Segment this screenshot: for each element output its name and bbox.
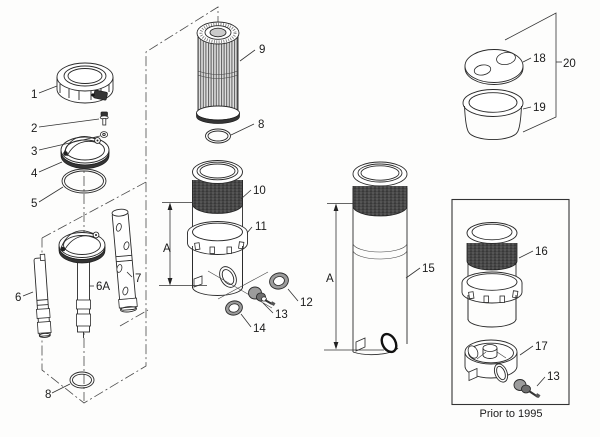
inset-prior-1995 [451,198,570,406]
part-7-standpipe [111,208,138,313]
part-12-fitting-nut [269,272,289,290]
callout-3: 3 [31,146,37,158]
callout-labels: 1 2 3 4 5 6 6A 7 8 9 8 10 11 12 13 14 15… [15,44,576,420]
part-8-o-ring-lower [69,371,95,389]
leader-lines [22,49,546,394]
inset-caption: Prior to 1995 [480,408,543,420]
part-13-air-bleeder-inset [513,379,541,399]
part-18-cover-plate [464,49,524,85]
part-15-tank-body [352,161,408,356]
part-8-o-ring-upper [205,128,231,144]
dimension-a-left [159,202,207,286]
callout-13-inset: 13 [547,371,560,383]
part-6-standpipe [33,253,52,338]
callout-16: 16 [535,246,548,258]
part-14-fitting-ring [225,300,243,316]
callout-6: 6 [15,292,21,304]
part-6a-standpipe-with-cover [58,230,106,338]
callout-10: 10 [253,185,266,197]
part-5-o-ring [61,168,107,194]
callout-8-lower: 8 [45,389,51,401]
callout-17: 17 [535,341,548,353]
callout-9: 9 [259,44,265,56]
callout-2: 2 [31,123,37,135]
part-9-filter-cartridge [196,21,240,124]
part-13-air-bleeder [207,270,276,309]
dim-label-a-right: A [326,273,334,285]
part-16-tank-inset [461,222,523,328]
callout-11: 11 [255,221,267,233]
callout-6a: 6A [96,281,110,293]
bracket-20 [504,12,562,133]
dim-label-a-left: A [163,243,171,255]
part-3-washer [100,131,109,138]
part-4-cover [60,136,110,169]
part-1-band-clamp [56,62,114,104]
part-2-screw [99,111,109,126]
dimension-a-right [324,203,384,351]
callout-8-upper: 8 [258,119,264,131]
part-17-manifold-inset [464,339,518,383]
callout-12: 12 [300,297,313,309]
callout-7: 7 [135,273,141,285]
callout-18: 18 [533,53,546,65]
part-10-11-tank-top-and-lock-ring [187,160,248,296]
callout-14: 14 [253,323,266,335]
callout-5: 5 [31,198,37,210]
callout-20: 20 [563,58,576,70]
callout-13: 13 [275,309,288,321]
callout-15: 15 [422,263,435,275]
part-19-cup [462,89,524,141]
callout-1: 1 [31,89,37,101]
callout-19: 19 [533,102,546,114]
callout-4: 4 [31,168,38,180]
